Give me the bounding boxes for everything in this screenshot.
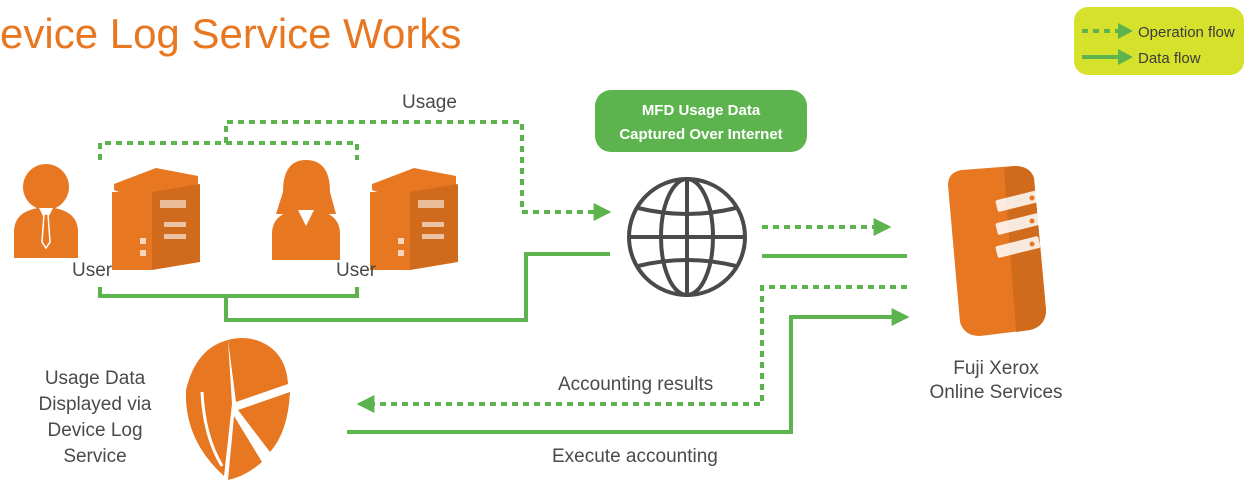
accounting-results-label: Accounting results bbox=[558, 374, 713, 395]
user-icon bbox=[14, 164, 78, 258]
badge-background bbox=[595, 90, 807, 152]
usage-bracket-top bbox=[98, 141, 359, 160]
usage-data-flow bbox=[224, 252, 610, 322]
pie-chart-icon bbox=[185, 338, 290, 480]
female-user-icon bbox=[272, 160, 340, 260]
user-label-left: User bbox=[72, 260, 113, 281]
server-icon bbox=[948, 166, 1046, 336]
usage-label: Usage bbox=[402, 92, 457, 113]
mfd-usage-badge: MFD Usage Data Captured Over Internet bbox=[595, 90, 807, 152]
usage-data-line-3: Device Log bbox=[47, 420, 142, 441]
fuji-label-line-2: Online Services bbox=[929, 382, 1062, 403]
printer-icon bbox=[112, 168, 200, 270]
badge-line-2: Captured Over Internet bbox=[619, 126, 782, 143]
fuji-label-line-1: Fuji Xerox bbox=[953, 358, 1039, 379]
legend-data-label: Data flow bbox=[1138, 50, 1201, 67]
printer-icon bbox=[370, 168, 458, 270]
legend-operation-label: Operation flow bbox=[1138, 24, 1235, 41]
accounting-results-flow bbox=[356, 285, 907, 413]
legend-data-arrow bbox=[1118, 49, 1133, 65]
usage-data-line-4: Service bbox=[63, 446, 126, 467]
legend-operation-arrow bbox=[1118, 23, 1133, 39]
globe-icon bbox=[627, 177, 747, 297]
usage-data-line-1: Usage Data bbox=[45, 368, 146, 389]
data-bracket-bottom bbox=[98, 287, 359, 298]
badge-line-1: MFD Usage Data bbox=[642, 102, 761, 119]
execute-accounting-flow bbox=[347, 308, 910, 434]
user-label-right: User bbox=[336, 260, 377, 281]
usage-operation-flow bbox=[224, 120, 612, 221]
execute-accounting-label: Execute accounting bbox=[552, 446, 718, 467]
usage-data-line-2: Displayed via bbox=[39, 394, 152, 415]
page-title: evice Log Service Works bbox=[0, 10, 461, 57]
legend: Operation flow Data flow bbox=[1074, 7, 1244, 75]
